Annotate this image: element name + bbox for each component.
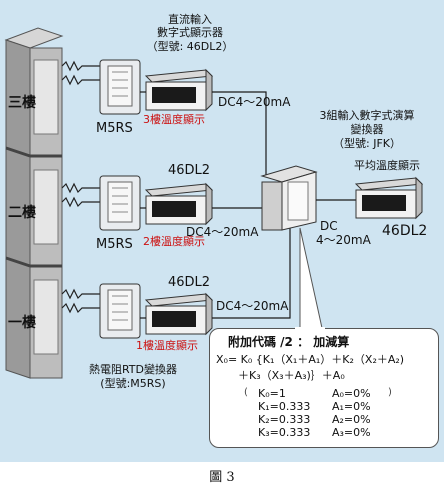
rtd-converter-line2: (型號:M5RS) bbox=[100, 377, 166, 390]
top-display-title-line1: 直流輸入 bbox=[168, 13, 212, 26]
display-46dl2-1f bbox=[144, 292, 214, 336]
jfk-calculator bbox=[260, 165, 318, 231]
formula-equation-line1: X₀= K₀ {K₁（X₁＋A₁）＋K₂（X₂＋A₂) bbox=[216, 353, 405, 366]
output-display-label: 46DL2 bbox=[382, 223, 428, 239]
params-bracket-right: ) bbox=[388, 387, 392, 398]
top-display-model: （型號: 46DL2） bbox=[146, 40, 234, 53]
calculator-title-line1: 3組輸入數字式演算 bbox=[319, 109, 415, 122]
param-a1: A₁=0% bbox=[332, 400, 371, 413]
callout-join bbox=[295, 327, 325, 330]
dc-output-line2: 4～20mA bbox=[316, 233, 371, 247]
m5rs-converter-3f bbox=[99, 59, 141, 115]
top-display-title-line2: 數字式顯示器 bbox=[157, 26, 223, 39]
dc-label-top: DC4～20mA bbox=[218, 95, 291, 109]
m5rs-label-top: M5RS bbox=[96, 121, 133, 136]
figure-caption: 圖 3 bbox=[209, 470, 235, 485]
signal-lines bbox=[212, 91, 291, 319]
display-label-bot: 46DL2 bbox=[168, 275, 211, 290]
formula-callout bbox=[209, 328, 439, 448]
param-k0: K₀=1 bbox=[258, 387, 286, 400]
param-k3: K₃=0.333 bbox=[258, 426, 311, 439]
formula-title: 附加代碼 /2 ： 加減算 bbox=[228, 335, 350, 349]
param-k1: K₁=0.333 bbox=[258, 400, 311, 413]
params-bracket-left: ( bbox=[244, 387, 248, 398]
floor-label-second: 二樓 bbox=[8, 205, 36, 221]
dc-label-bot: DC4～20mA bbox=[216, 299, 289, 313]
param-a3: A₃=0% bbox=[332, 426, 371, 439]
temp-label-average: 平均溫度顯示 bbox=[354, 159, 420, 172]
rtd-converter-line1: 熱電阻RTD變換器 bbox=[88, 363, 178, 376]
building-column bbox=[4, 27, 64, 379]
display-label-mid: 46DL2 bbox=[168, 163, 211, 178]
floor-label-first: 一樓 bbox=[8, 315, 36, 331]
m5rs-converter-1f bbox=[99, 283, 141, 339]
m5rs-converter-2f bbox=[99, 175, 141, 231]
formula-equation-line2: ＋K₃（X₃＋A₃)｝＋A₀ bbox=[238, 369, 345, 382]
floor-label-third: 三樓 bbox=[8, 95, 36, 111]
display-46dl2-output bbox=[354, 176, 424, 220]
param-a0: A₀=0% bbox=[332, 387, 371, 400]
param-a2: A₂=0% bbox=[332, 413, 371, 426]
dc-output-line1: DC bbox=[320, 219, 338, 233]
temp-label-third: 3樓溫度顯示 bbox=[143, 113, 205, 126]
temp-label-second: 2樓溫度顯示 bbox=[143, 235, 205, 248]
m5rs-label-mid: M5RS bbox=[96, 237, 133, 252]
converter-to-display-wires bbox=[140, 91, 146, 319]
display-46dl2-2f bbox=[144, 182, 214, 226]
dc-label-mid: DC4～20mA bbox=[186, 225, 259, 239]
param-k2: K₂=0.333 bbox=[258, 413, 311, 426]
rtd-sensors bbox=[61, 60, 100, 314]
display-46dl2-3f bbox=[144, 68, 214, 112]
calculator-model: （型號: JFK） bbox=[333, 137, 401, 150]
temp-label-first: 1樓溫度顯示 bbox=[136, 339, 198, 352]
calculator-title-line2: 變換器 bbox=[350, 123, 384, 136]
